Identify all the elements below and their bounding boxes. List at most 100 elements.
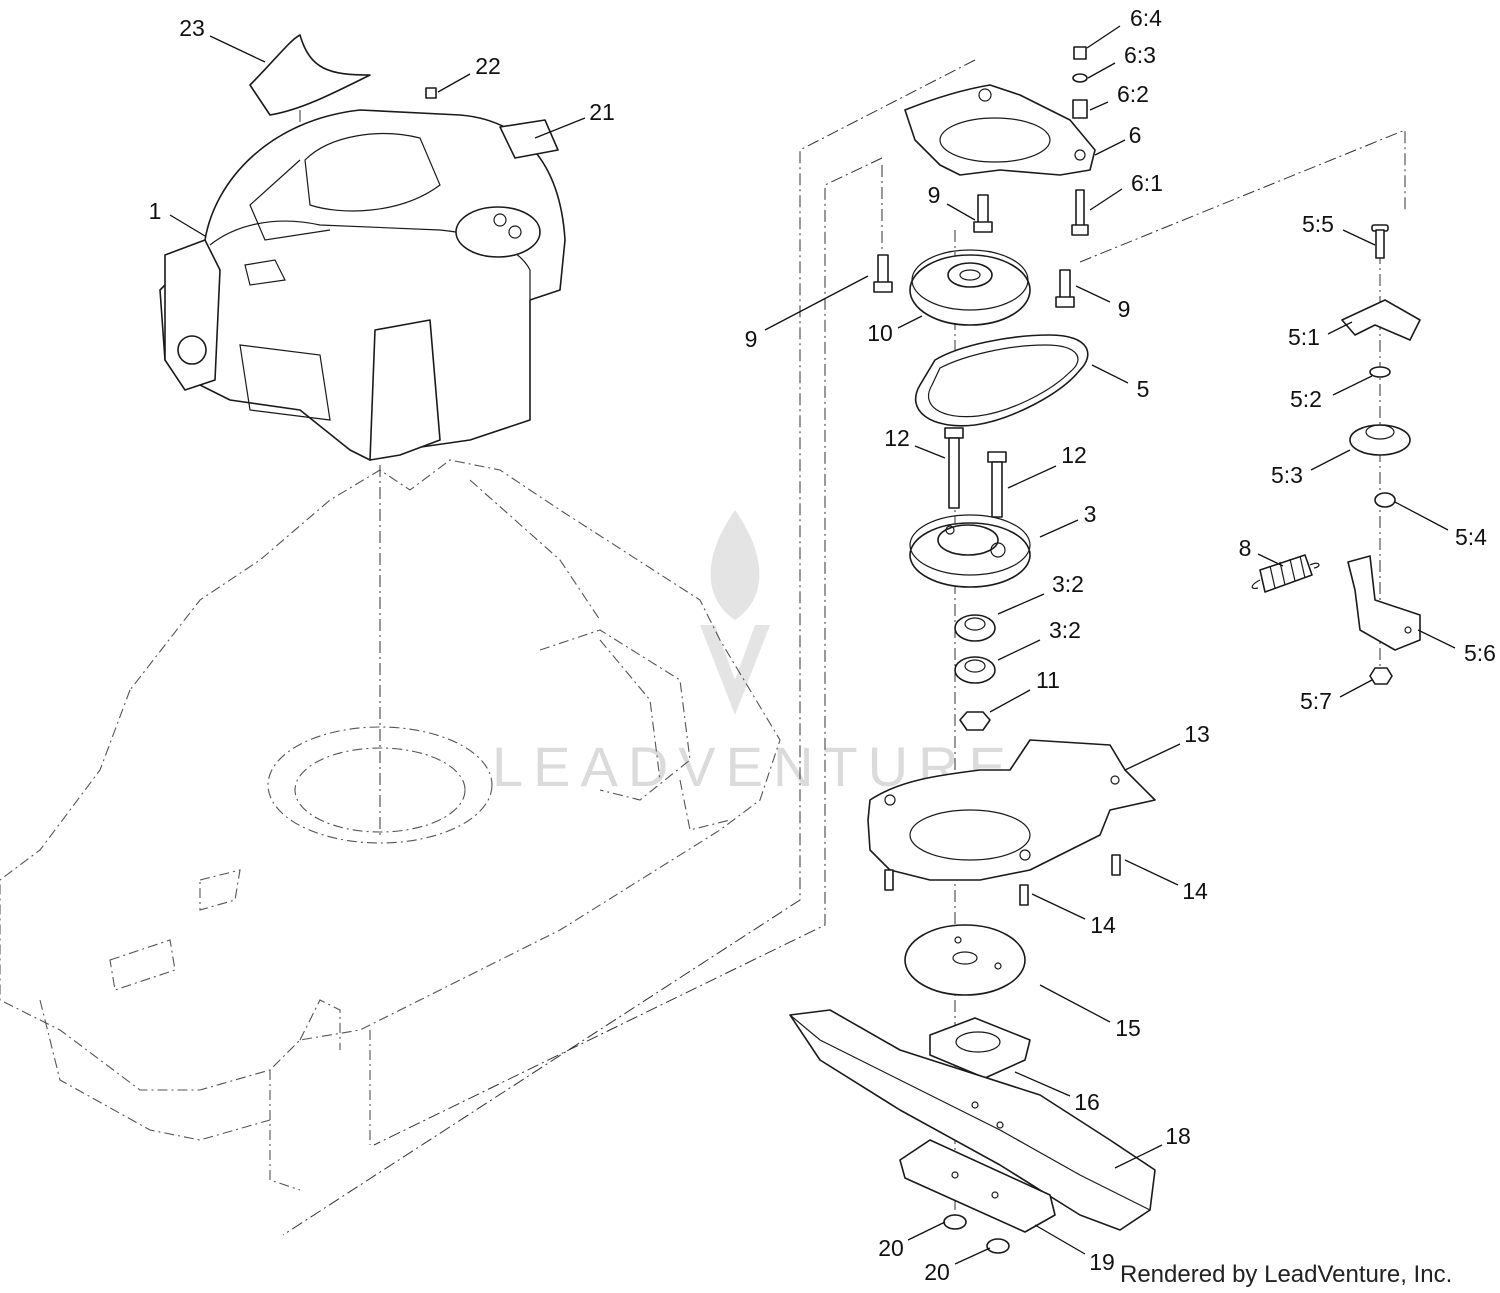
callout-leader (764, 275, 869, 331)
mount-plate-6 (904, 84, 1096, 176)
callout-label: 14 (1182, 878, 1208, 904)
callout-leader (534, 117, 586, 139)
callout-leader (1257, 553, 1284, 567)
label-plate-21 (499, 119, 559, 159)
callout-label: 13 (1184, 721, 1210, 747)
callout-leader (1339, 679, 1373, 698)
callout-leader (1089, 188, 1123, 211)
mower-deck-ghost (0, 459, 781, 1191)
blade-18 (789, 1009, 1156, 1231)
render-credit: Rendered by LeadVenture, Inc. (1120, 1261, 1452, 1288)
callout-label: 5:1 (1288, 324, 1320, 350)
decal-23 (249, 34, 371, 116)
callout-leader (954, 1247, 991, 1265)
callout-leader (1034, 1224, 1086, 1255)
callout-leader (1124, 859, 1179, 886)
spring-8 (1251, 554, 1320, 593)
bolts-12 (944, 427, 1007, 518)
callout-label: 5:4 (1455, 524, 1487, 550)
callout-leader (1087, 62, 1116, 79)
callout-label: 20 (924, 1259, 950, 1285)
callout-leader (1342, 229, 1376, 246)
bolts-9 (873, 194, 1075, 308)
callout-label: 23 (179, 15, 205, 41)
callout-label: 12 (1061, 442, 1087, 468)
callout-leader (1310, 449, 1351, 471)
callout-label: 9 (1118, 296, 1131, 322)
belt-5 (914, 334, 1089, 427)
belt-cover-13 (867, 739, 1156, 881)
callout-label: 21 (589, 99, 615, 125)
callout-label: 16 (1074, 1089, 1100, 1115)
callout-label: 3 (1084, 501, 1097, 527)
callout-label: 11 (1036, 667, 1060, 693)
callout-label: 5 (1137, 376, 1150, 402)
callout-label: 6:2 (1117, 81, 1149, 107)
stiffener-19 (899, 1139, 1056, 1233)
callout-leader (1089, 101, 1109, 111)
screws-14 (884, 854, 1121, 906)
callout-leader (997, 593, 1045, 615)
callout-label: 6 (1129, 122, 1142, 148)
callout-leader (437, 73, 471, 93)
callout-label: 5:6 (1464, 640, 1496, 666)
callout-leader (1124, 743, 1181, 771)
callout-leader (209, 35, 266, 63)
callout-label: 15 (1115, 1015, 1141, 1041)
callout-label: 22 (475, 53, 501, 79)
callout-label: 5:3 (1271, 462, 1303, 488)
callout-leader (1094, 139, 1126, 156)
callout-label: 14 (1090, 912, 1116, 938)
assembly-boundary-lines (282, 59, 1406, 1236)
callout-leader (907, 1221, 946, 1241)
callout-label: 8 (1239, 535, 1252, 561)
callout-leader (1114, 1144, 1163, 1169)
callout-label: 18 (1165, 1123, 1191, 1149)
blade-plate-15 (904, 924, 1026, 996)
idler-assembly-5 (1341, 224, 1421, 685)
callout-label: 10 (867, 320, 893, 346)
bearings-3-2 (954, 614, 996, 684)
callout-label: 5:7 (1300, 688, 1332, 714)
plug-22 (425, 87, 437, 99)
callout-label: 12 (884, 425, 910, 451)
callout-leader (997, 639, 1041, 661)
callout-leader (897, 315, 923, 329)
callout-leader (989, 689, 1031, 713)
callout-leader (1394, 501, 1449, 531)
callout-leader (1039, 984, 1111, 1023)
watermark-flame-icon (710, 510, 760, 620)
pulley-10 (909, 249, 1031, 326)
callout-leader (169, 214, 206, 237)
callout-leader (1007, 465, 1057, 489)
callout-leader (1332, 375, 1373, 396)
callout-leader (1091, 364, 1129, 384)
callout-leader (946, 203, 976, 221)
fastener-stack-6 (1071, 46, 1089, 236)
callout-label: 3:2 (1049, 617, 1081, 643)
callout-label: 20 (878, 1235, 904, 1261)
callout-leader (1417, 629, 1456, 649)
callout-label: 9 (745, 326, 758, 352)
blade-adapter-16 (929, 1017, 1031, 1079)
nuts-20 (943, 1214, 1010, 1254)
watermark-v-icon (700, 625, 770, 715)
callout-label: 5:5 (1302, 211, 1334, 237)
callout-label: 1 (149, 198, 162, 224)
callout-leader (1075, 285, 1111, 303)
callout-leader (1086, 25, 1121, 49)
callout-leader (1327, 321, 1353, 335)
engine (159, 109, 566, 461)
callout-label: 6:4 (1130, 5, 1162, 31)
pulley-3 (909, 514, 1031, 588)
callout-label: 5:2 (1290, 386, 1322, 412)
callout-label: 19 (1089, 1249, 1115, 1275)
callout-leader (1031, 893, 1086, 920)
callout-leader (1014, 1071, 1071, 1097)
nut-11 (959, 711, 991, 731)
callout-label: 6:3 (1124, 42, 1156, 68)
callout-leader (914, 445, 946, 459)
callout-leader (1039, 519, 1079, 538)
